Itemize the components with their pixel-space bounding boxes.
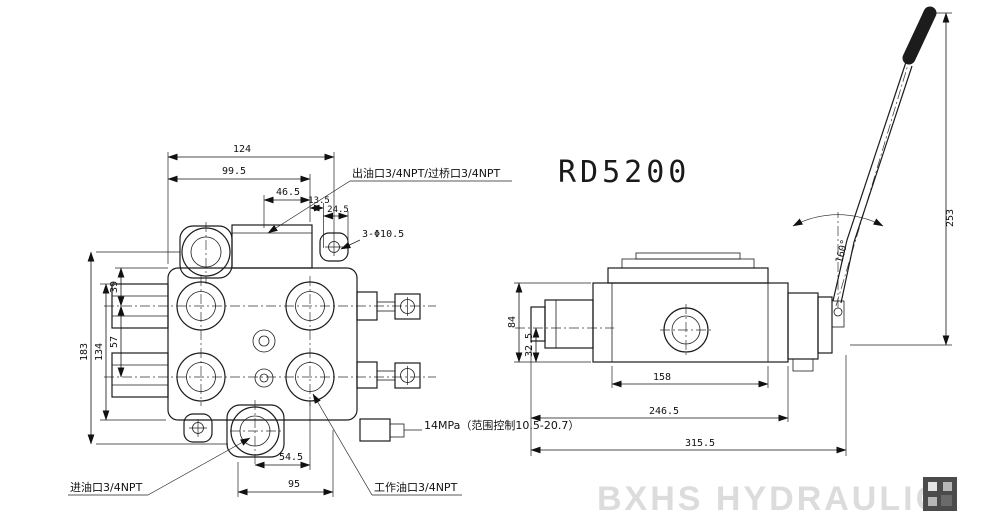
dim-angle-160: 160° xyxy=(834,238,851,264)
dim-39: 39 xyxy=(109,281,120,293)
pressure-setting-label: 14MPa（范围控制10.5-20.7） xyxy=(424,418,579,432)
dim-158: 158 xyxy=(653,372,671,383)
dim-246-5: 246.5 xyxy=(649,406,679,417)
front-view xyxy=(104,222,436,464)
leader-labels: 出油口3/4NPT/过桥口3/4NPT 3-Φ10.5 进油口3/4NPT 工作… xyxy=(68,166,579,496)
dim-315-5: 315.5 xyxy=(685,438,715,449)
side-extension-lines xyxy=(514,12,952,456)
dim-124: 124 xyxy=(233,144,251,155)
dimensions-side: 84 32.5 158 246.5 315.5 253 xyxy=(507,12,956,456)
outlet-port-label: 出油口3/4NPT/过桥口3/4NPT xyxy=(352,166,501,180)
dim-253: 253 xyxy=(945,209,956,227)
dim-32-5: 32.5 xyxy=(524,333,535,357)
watermark: BXHS HYDRAULIC xyxy=(597,477,957,518)
dim-24-5: 24.5 xyxy=(327,205,349,215)
drawing-title: RD5200 xyxy=(558,155,690,190)
lever-grip xyxy=(902,6,937,65)
dim-99-5: 99.5 xyxy=(222,166,246,177)
valve-body-side xyxy=(530,252,845,372)
work-port-label: 工作油口3/4NPT xyxy=(374,480,458,494)
control-lever: 160° xyxy=(792,6,937,304)
dim-57: 57 xyxy=(109,336,120,348)
dim-84: 84 xyxy=(507,316,518,328)
front-centerlines xyxy=(104,222,436,464)
dim-134: 134 xyxy=(94,343,105,361)
watermark-text: BXHS HYDRAULIC xyxy=(597,480,943,518)
valve-body-front xyxy=(111,224,422,458)
model-number: RD5200 xyxy=(558,155,690,190)
logo-stamp-icon xyxy=(923,477,957,511)
dim-95: 95 xyxy=(288,479,300,490)
side-view: 160° xyxy=(515,6,937,372)
mounting-holes-label: 3-Φ10.5 xyxy=(362,229,404,240)
inlet-port-label: 进油口3/4NPT xyxy=(70,480,143,494)
dim-54-5: 54.5 xyxy=(279,452,303,463)
dim-183: 183 xyxy=(79,343,90,361)
dim-46-5: 46.5 xyxy=(276,187,300,198)
